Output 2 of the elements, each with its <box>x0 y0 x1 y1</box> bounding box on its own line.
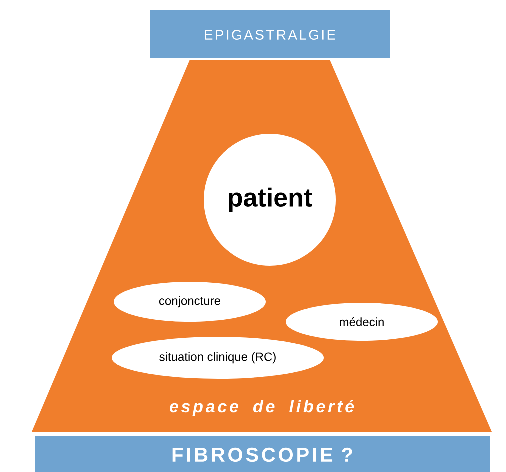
title-banner: EPIGASTRALGIE <box>150 10 390 58</box>
title-banner: FIBROSCOPIE ? <box>35 436 490 472</box>
